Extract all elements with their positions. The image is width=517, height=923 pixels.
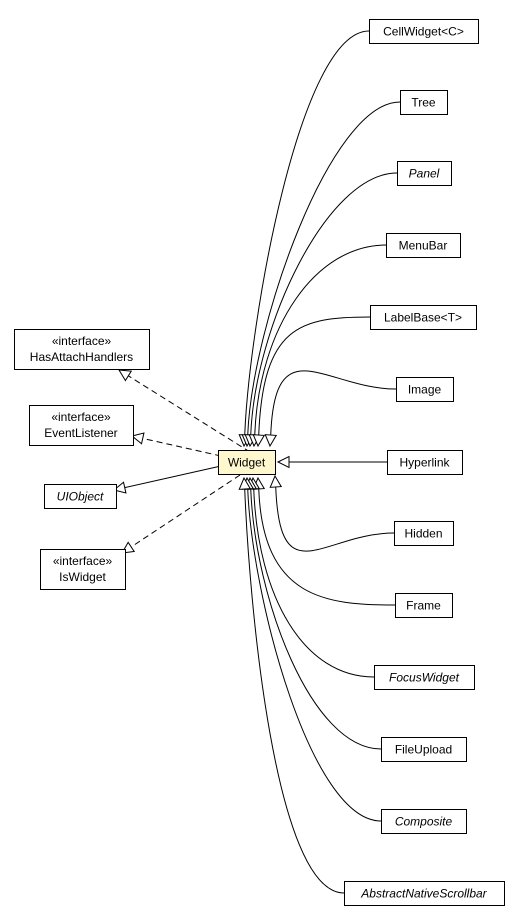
nodes-layer: Widget«interface»HasAttachHandlers«inter… (14, 19, 505, 906)
edge-widget-to-ui-object (124, 465, 222, 489)
class-node-menu-bar[interactable]: MenuBar (386, 233, 461, 258)
class-box (381, 809, 467, 834)
class-box (395, 593, 453, 618)
class-name-label: Frame (406, 599, 441, 613)
class-name-label: Image (408, 383, 442, 397)
edge-label-base-to-widget (258, 316, 371, 436)
edge-focus-widget-to-widget (253, 488, 375, 678)
class-name-label: FileUpload (395, 743, 452, 757)
class-node-abstract-native-scrollbar[interactable]: AbstractNativeScrollbar (344, 881, 505, 906)
class-box (44, 484, 117, 509)
class-box (400, 90, 448, 115)
class-node-tree[interactable]: Tree (400, 90, 448, 115)
class-node-hyperlink[interactable]: Hyperlink (387, 450, 463, 475)
class-node-file-upload[interactable]: FileUpload (381, 737, 467, 762)
edge-menu-bar-to-widget (254, 244, 387, 436)
class-node-focus-widget[interactable]: FocusWidget (374, 665, 475, 690)
generalization-arrowhead (252, 434, 266, 448)
generalization-arrowhead (269, 474, 283, 488)
class-box (29, 405, 134, 446)
class-node-ui-object[interactable]: UIObject (44, 484, 117, 509)
class-node-has-attach-handlers[interactable]: «interface» HasAttachHandlers (14, 329, 150, 370)
class-name-label: Widget (228, 456, 266, 470)
class-box (386, 233, 461, 258)
class-node-composite[interactable]: Composite (381, 809, 467, 834)
class-name-label: AbstractNativeScrollbar (360, 887, 487, 901)
stereotype-label: «interface» (52, 334, 112, 348)
class-box (396, 377, 454, 402)
class-node-widget[interactable]: Widget (218, 450, 276, 475)
class-node-image[interactable]: Image (396, 377, 454, 402)
edge-panel-to-widget (250, 172, 398, 436)
class-box (344, 881, 505, 906)
edge-cell-widget-to-widget (244, 30, 370, 436)
class-name-label: EventListener (44, 426, 117, 440)
class-name-label: LabelBase<T> (384, 311, 462, 325)
edge-hidden-to-widget (275, 486, 395, 552)
edge-abstract-native-scrollbar-to-widget (244, 488, 345, 894)
edges-layer (112, 30, 401, 894)
edge-tree-to-widget (247, 101, 401, 436)
class-node-hidden[interactable]: Hidden (394, 521, 454, 546)
class-name-label: MenuBar (399, 239, 448, 253)
class-box (374, 665, 475, 690)
class-node-label-base[interactable]: LabelBase<T> (370, 305, 477, 330)
class-name-label: Hyperlink (399, 456, 450, 470)
class-box (397, 161, 452, 186)
class-name-label: Tree (411, 96, 436, 110)
class-box (370, 305, 477, 330)
class-name-label: Hidden (404, 527, 442, 541)
class-name-label: FocusWidget (389, 671, 460, 685)
edge-file-upload-to-widget (250, 488, 382, 750)
edge-composite-to-widget (247, 488, 382, 822)
class-node-cell-widget[interactable]: CellWidget<C> (369, 19, 479, 44)
class-node-frame[interactable]: Frame (395, 593, 453, 618)
class-box (394, 521, 454, 546)
class-node-is-widget[interactable]: «interface» IsWidget (40, 549, 126, 590)
class-name-label: UIObject (57, 490, 104, 504)
class-box (369, 19, 479, 44)
edge-frame-to-widget (258, 488, 396, 606)
edge-widget-to-event-listener (142, 437, 222, 457)
class-box (218, 450, 276, 475)
generalization-arrowhead (276, 455, 290, 469)
stereotype-label: «interface» (51, 410, 111, 424)
class-box (387, 450, 463, 475)
class-node-panel[interactable]: Panel (397, 161, 452, 186)
class-node-event-listener[interactable]: «interface» EventListener (29, 405, 134, 446)
class-name-label: Panel (409, 167, 440, 181)
class-box (381, 737, 467, 762)
edge-widget-to-has-attach-handlers (128, 375, 251, 453)
realization-arrowhead (118, 369, 133, 382)
class-box (40, 549, 126, 590)
class-box (14, 329, 150, 370)
class-name-label: CellWidget<C> (383, 25, 464, 39)
edge-image-to-widget (270, 370, 397, 436)
stereotype-label: «interface» (53, 554, 113, 568)
class-name-label: Composite (395, 815, 453, 829)
class-name-label: IsWidget (59, 570, 106, 584)
generalization-arrowhead (264, 434, 278, 448)
class-name-label: HasAttachHandlers (30, 350, 133, 364)
edge-widget-to-is-widget (130, 474, 241, 548)
